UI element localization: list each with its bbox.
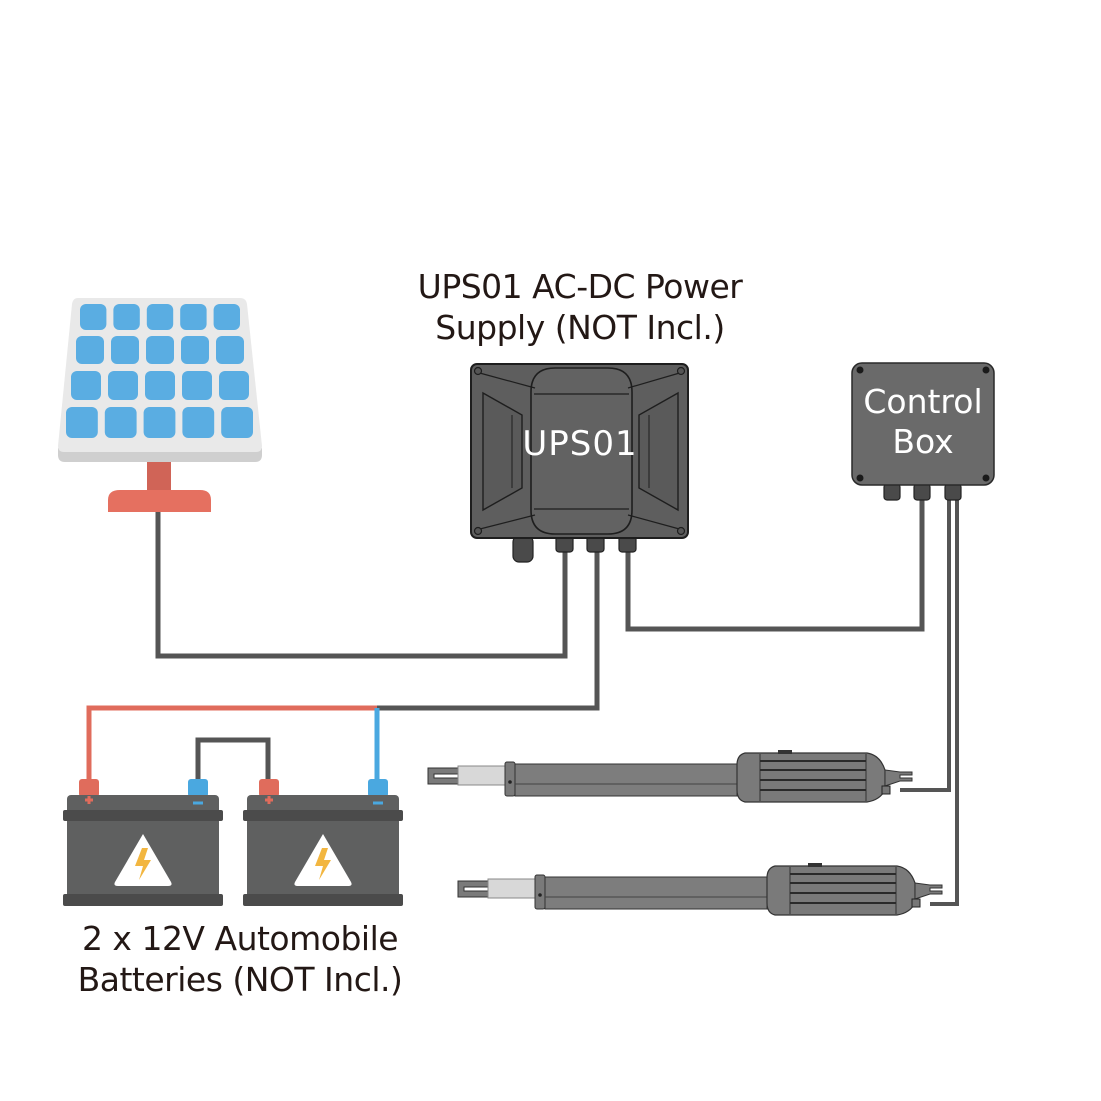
solar-cell bbox=[181, 336, 209, 364]
ups-center-cover bbox=[530, 367, 633, 535]
actuator-end-cap bbox=[504, 761, 516, 797]
actuator-screw bbox=[538, 893, 542, 897]
actuator-end-cap bbox=[534, 874, 546, 910]
actuator-2 bbox=[457, 863, 943, 916]
wire-positive bbox=[86, 705, 377, 782]
battery-top-band bbox=[243, 810, 403, 821]
battery-top-band bbox=[63, 810, 223, 821]
ups-title: UPS01 AC-DC Power Supply (NOT Incl.) bbox=[380, 266, 780, 349]
actuator-rod bbox=[487, 878, 537, 899]
solar-cell bbox=[113, 304, 140, 330]
battery-1 bbox=[63, 779, 223, 906]
actuator-rear-mount bbox=[914, 882, 943, 900]
solar-cell bbox=[108, 371, 138, 400]
battery-bottom-band bbox=[63, 894, 223, 906]
plus-sign-icon bbox=[85, 796, 93, 804]
panel-stand-post bbox=[147, 460, 171, 494]
negative-terminal bbox=[188, 779, 208, 797]
lightning-bolt-icon bbox=[315, 848, 331, 880]
solar-cell bbox=[216, 336, 244, 364]
control-box-label-line-1: Control bbox=[863, 382, 983, 421]
actuator-tube bbox=[514, 763, 738, 797]
actuator-cable-gland bbox=[881, 785, 891, 795]
solar-cell bbox=[66, 407, 98, 438]
ups-screws bbox=[473, 366, 686, 536]
control-box-body bbox=[851, 362, 995, 486]
solar-cell bbox=[180, 304, 207, 330]
actuator-rod bbox=[457, 765, 507, 786]
solar-cell bbox=[213, 304, 240, 330]
actuator-motor-bump bbox=[778, 750, 792, 754]
solar-panel bbox=[58, 298, 262, 512]
solar-cell bbox=[219, 371, 249, 400]
actuator-motor-bump bbox=[808, 863, 822, 867]
battery-title-line-2: Batteries (NOT Incl.) bbox=[77, 960, 403, 1000]
lightning-bolt-icon bbox=[135, 848, 151, 880]
wire-ups-to-control-box bbox=[625, 500, 925, 632]
positive-terminal bbox=[79, 779, 99, 797]
plus-sign-icon bbox=[265, 796, 273, 804]
control-box-glands bbox=[883, 483, 962, 501]
solar-cell bbox=[221, 407, 253, 438]
battery-title-line-1: 2 x 12V Automobile bbox=[81, 919, 399, 958]
solar-cell bbox=[182, 407, 215, 438]
panel-cells bbox=[66, 304, 253, 438]
wire-solar-to-ups bbox=[155, 512, 568, 659]
positive-terminal bbox=[259, 779, 279, 797]
solar-cell bbox=[145, 371, 175, 400]
solar-cell bbox=[76, 336, 104, 364]
solar-cell bbox=[111, 336, 139, 364]
actuator-tube bbox=[544, 876, 768, 910]
wire-battery-series-jumper bbox=[195, 737, 271, 782]
solar-cell bbox=[80, 304, 107, 330]
negative-terminal bbox=[368, 779, 388, 797]
solar-cell bbox=[182, 371, 212, 400]
ups-title-line-1: UPS01 AC-DC Power bbox=[417, 267, 743, 306]
solar-cell bbox=[104, 407, 137, 438]
actuator-1 bbox=[427, 750, 913, 803]
actuator-clevis bbox=[457, 880, 491, 898]
actuator-cable-gland bbox=[911, 898, 921, 908]
ups-title-line-2: Supply (NOT Incl.) bbox=[435, 308, 725, 348]
control-box-label: Control Box bbox=[852, 382, 994, 462]
ups-device-label: UPS01 bbox=[522, 424, 638, 464]
battery-2 bbox=[243, 779, 403, 906]
battery-title: 2 x 12V Automobile Batteries (NOT Incl.) bbox=[40, 918, 440, 1001]
ups-cable-glands bbox=[512, 535, 637, 563]
control-box bbox=[851, 362, 995, 501]
battery-bottom-band bbox=[243, 894, 403, 906]
actuator-screw bbox=[508, 780, 512, 784]
solar-cell bbox=[143, 407, 176, 438]
wire-control-to-actuator-2 bbox=[930, 500, 959, 906]
solar-cell bbox=[146, 336, 174, 364]
solar-cell bbox=[146, 304, 174, 330]
actuator-rear-mount bbox=[884, 769, 913, 787]
wire-control-to-actuator-1 bbox=[900, 500, 951, 792]
actuator-clevis bbox=[427, 767, 461, 785]
control-box-label-line-2: Box bbox=[892, 422, 954, 461]
solar-cell bbox=[71, 371, 101, 400]
ups01-device bbox=[470, 363, 689, 563]
wire-ups-to-battery bbox=[377, 548, 600, 711]
wires bbox=[86, 500, 959, 906]
panel-stand-base bbox=[108, 490, 211, 512]
